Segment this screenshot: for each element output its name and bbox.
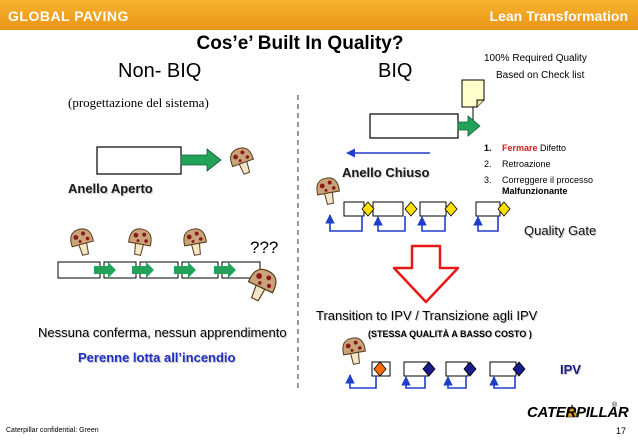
quality-gate-diamond (361, 201, 375, 217)
defect-mushroom-icon (340, 335, 368, 367)
checklist-label: Based on Check list (496, 70, 585, 81)
gate-feedback-loop (417, 216, 446, 232)
chain-arrow-4 (214, 262, 236, 278)
brand-triangle-icon (565, 404, 579, 418)
step-text: Correggere il processo (502, 175, 594, 185)
open-loop-box (96, 146, 182, 175)
defect-mushroom-icon (126, 226, 154, 258)
chain-arrow-3 (174, 262, 196, 278)
step-text: Difetto (537, 143, 567, 153)
ipv-feedback-loop (443, 376, 467, 389)
ipv-feedback-loop (345, 374, 377, 389)
ipv-gate-diamond (373, 361, 387, 377)
step-item: 3. Correggere il processo Malfunzionante (484, 175, 593, 197)
ipv-gate-diamond (463, 361, 477, 377)
gate-feedback-loop (473, 216, 499, 232)
checklist-note-icon (461, 79, 485, 108)
header-right-title: Lean Transformation (489, 8, 628, 24)
closed-loop-label: Anello Chiuso (342, 165, 430, 180)
ipv-process-box-4 (489, 361, 517, 377)
defect-mushroom-icon (226, 144, 258, 178)
step-number: 2. (484, 159, 492, 169)
quality-gate-diamond (444, 201, 458, 217)
chain-arrow-2 (132, 262, 154, 278)
closed-loop-arrow (457, 115, 481, 137)
step-number: 3. (484, 175, 492, 185)
gate-feedback-loop (325, 214, 363, 232)
open-loop-label: Anello Aperto (68, 181, 153, 196)
required-quality-label: 100% Required Quality (484, 53, 587, 64)
chain-arrow-1 (94, 262, 116, 278)
header-bar: GLOBAL PAVING Lean Transformation (0, 0, 638, 30)
ipv-gate-diamond (512, 361, 526, 377)
gate-process-box-2 (372, 201, 404, 217)
defect-mushroom-icon (314, 175, 342, 207)
question-marks: ??? (250, 238, 279, 257)
page-number: 17 (616, 426, 627, 436)
response-steps-list: 1. Fermare Difetto 2. Retroazione 3. Cor… (484, 143, 593, 202)
non-biq-heading: Non- BIQ (118, 60, 202, 82)
caterpillar-logo: CATERPILLAR (527, 404, 629, 421)
non-biq-subtitle: (progettazione del sistema) (68, 95, 209, 110)
quality-gate-label: Quality Gate (524, 223, 597, 238)
step-emphasis: Fermare (502, 143, 538, 153)
firefighting-label: Perenne lotta all’incendio (78, 350, 236, 365)
step-item: 1. Fermare Difetto (484, 143, 593, 154)
defect-mushroom-icon (181, 226, 209, 258)
slide-title: Cos’e’ Built In Quality? (196, 33, 404, 54)
step-item: 2. Retroazione (484, 159, 593, 170)
transition-arrow (392, 244, 460, 304)
confidentiality-note: Caterpillar confidential: Green (6, 427, 99, 434)
open-loop-arrow (180, 148, 222, 172)
no-confirmation-label: Nessuna conferma, nessun apprendimento (38, 325, 287, 340)
ipv-gate-diamond (422, 361, 436, 377)
registered-mark: ® (612, 402, 618, 409)
same-quality-label: (STESSA QUALITÀ A BASSO COSTO ) (368, 329, 532, 339)
ipv-feedback-loop (401, 376, 426, 389)
gate-process-box-4 (475, 201, 501, 217)
header-left-title: GLOBAL PAVING (8, 8, 129, 24)
ipv-label: IPV (560, 362, 581, 377)
gate-process-box-1 (343, 201, 365, 217)
quality-gate-diamond (404, 201, 418, 217)
transition-label: Transition to IPV / Transizione agli IPV (316, 308, 538, 323)
gate-feedback-loop (373, 216, 406, 232)
step-text: Retroazione (502, 159, 551, 169)
step-number: 1. (484, 143, 492, 153)
closed-loop-box (369, 113, 459, 139)
quality-gate-diamond (497, 201, 511, 217)
step-text-continued: Malfunzionante (502, 186, 568, 196)
ipv-feedback-loop (489, 376, 516, 389)
process-box-1 (57, 261, 101, 279)
biq-heading: BIQ (378, 60, 413, 82)
gate-process-box-3 (419, 201, 447, 217)
defect-mushroom-icon (67, 226, 97, 258)
